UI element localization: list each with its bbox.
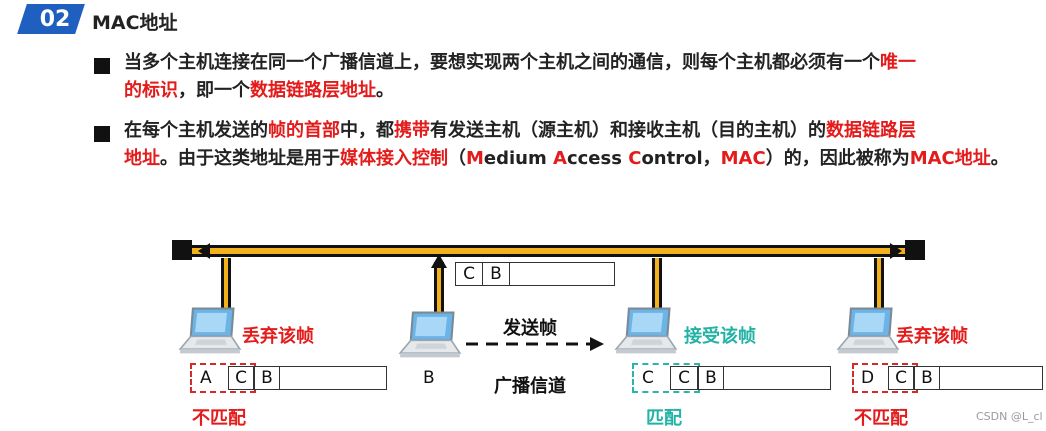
bus-terminator-right xyxy=(905,240,925,260)
highlight-text: 携带 xyxy=(394,120,430,141)
laptop-icon xyxy=(179,307,241,355)
bus-arrow-left xyxy=(198,243,210,259)
text-segment: ontrol， xyxy=(641,148,721,169)
text-segment: （ xyxy=(448,148,466,169)
highlight-text: M xyxy=(466,148,484,169)
laptop-icon xyxy=(837,307,899,355)
text-segment: 中，都 xyxy=(340,120,394,141)
bullet-square xyxy=(94,126,110,142)
frame-src-cell: B xyxy=(914,366,940,390)
section-title: MAC地址 xyxy=(92,12,178,34)
highlight-text: 媒体接入控制 xyxy=(340,148,448,169)
host-a-address: A xyxy=(200,368,212,388)
bus-terminator-left xyxy=(172,240,192,260)
frame-payload-cell xyxy=(723,366,831,390)
broadcast-channel-label: 广播信道 xyxy=(494,376,566,397)
sender-address-label: B xyxy=(423,368,435,388)
paragraph-1: 当多个主机连接在同一个广播信道上，要想实现两个主机之间的通信，则每个主机都必须有… xyxy=(124,49,1024,105)
host-d-address: D xyxy=(861,368,875,388)
frame-dest-cell: C xyxy=(455,262,483,286)
text-segment: 。 xyxy=(990,148,1009,169)
frame-src-cell: B xyxy=(254,366,280,390)
highlight-text: 数据链路层地址 xyxy=(250,80,376,101)
text-segment: ）的，因此被称为 xyxy=(765,148,910,169)
text-segment: 当多个主机连接在同一个广播信道上，要想实现两个主机之间的通信，则每个主机都必须有… xyxy=(124,52,880,73)
highlight-text: 的标识 xyxy=(124,80,178,101)
frame-dest-cell: C xyxy=(888,366,914,390)
highlight-text: C xyxy=(628,148,642,169)
text-segment: 。 xyxy=(376,80,394,101)
frame-src-cell: B xyxy=(698,366,724,390)
host-c-status: 接受该帧 xyxy=(684,326,756,347)
broadcast-bus xyxy=(172,240,925,260)
host-a-status: 丢弃该帧 xyxy=(242,326,314,347)
text-segment: edium xyxy=(483,148,554,169)
host-a-match-result: 不匹配 xyxy=(192,408,246,429)
highlight-text: 地址 xyxy=(124,148,160,169)
host-c-address: C xyxy=(642,368,654,388)
highlight-text: MAC xyxy=(720,148,766,169)
highlight-text: A xyxy=(553,148,567,169)
section-number: 02 xyxy=(39,7,71,32)
frame-dest-cell: C xyxy=(228,366,254,390)
highlight-text: MAC地址 xyxy=(909,148,991,169)
sender-up-arrow xyxy=(431,254,447,268)
laptop-icon xyxy=(615,307,677,355)
laptop-icon xyxy=(399,311,461,359)
text-segment: 在每个主机发送的 xyxy=(124,120,268,141)
text-segment: ，即一个 xyxy=(178,80,250,101)
bus-arrow-right xyxy=(890,243,902,259)
highlight-text: 唯一 xyxy=(880,52,916,73)
text-segment: ccess xyxy=(566,148,629,169)
send-arrow xyxy=(466,337,604,351)
text-segment: 有发送主机（源主机）和接收主机（目的主机）的 xyxy=(430,120,826,141)
text-segment: 。由于这类地址是用于 xyxy=(160,148,340,169)
frame-src-cell: B xyxy=(482,262,510,286)
send-frame-label: 发送帧 xyxy=(503,318,557,339)
host-d-status: 丢弃该帧 xyxy=(896,326,968,347)
frame-payload-cell xyxy=(279,366,387,390)
watermark: CSDN @L_cl xyxy=(976,410,1043,423)
frame-payload-cell xyxy=(509,262,615,286)
highlight-text: 数据链路层 xyxy=(826,120,916,141)
frame-payload-cell xyxy=(939,366,1043,390)
bullet-square xyxy=(94,58,110,74)
highlight-text: 帧的首部 xyxy=(268,120,340,141)
paragraph-2: 在每个主机发送的帧的首部中，都携带有发送主机（源主机）和接收主机（目的主机）的数… xyxy=(124,117,1024,173)
host-d-match-result: 不匹配 xyxy=(854,408,908,429)
frame-dest-cell: C xyxy=(670,366,698,390)
host-c-match-result: 匹配 xyxy=(646,408,682,429)
